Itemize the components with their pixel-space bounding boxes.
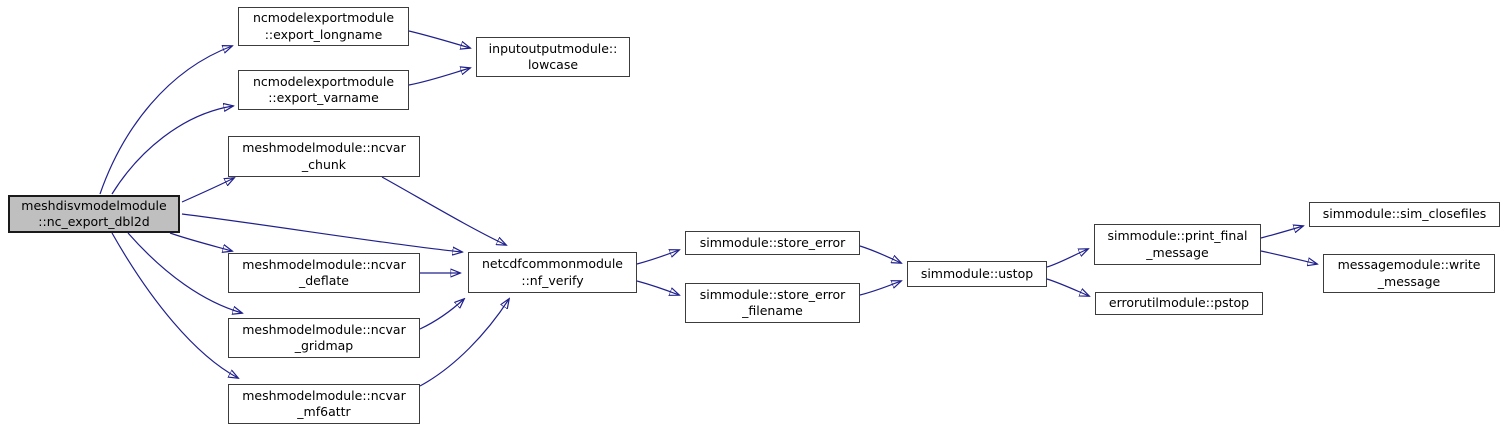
node-label-line2: _deflate: [299, 273, 349, 288]
node-label-line2: ::export_varname: [268, 90, 379, 105]
node-label-line1: meshmodelmodule::ncvar: [242, 321, 406, 337]
node-label-line1: simmodule::store_error: [699, 286, 846, 302]
node-label-line1: netcdfcommonmodule: [481, 256, 623, 272]
node-nc-export-dbl2d[interactable]: meshdisvmodelmodule ::nc_export_dbl2d: [8, 195, 180, 233]
node-label-line2: _chunk: [301, 156, 347, 172]
edge-nf-verify-to-store-error-filename: [636, 280, 679, 295]
edge-store-error-filename-to-ustop: [859, 281, 901, 296]
node-label-line1: meshdisvmodelmodule: [21, 197, 167, 213]
node-ncvar-mf6attr[interactable]: meshmodelmodule::ncvar _mf6attr: [228, 384, 420, 424]
node-label-line2: ::export_longname: [264, 26, 383, 42]
edge-main-to-ncvar-deflate: [169, 232, 232, 251]
node-sim-closefiles[interactable]: simmodule::sim_closefiles: [1309, 202, 1500, 227]
node-ustop[interactable]: simmodule::ustop: [907, 261, 1047, 287]
node-print-final-message[interactable]: simmodule::print_final _message: [1094, 224, 1261, 265]
edge-print-final-message-to-sim-closefiles: [1260, 226, 1303, 239]
node-label-line1: meshmodelmodule::ncvar: [242, 256, 406, 272]
node-export-longname[interactable]: ncmodelexportmodule ::export_longname: [238, 7, 409, 46]
node-write-message[interactable]: messagemodule::write _message: [1323, 254, 1495, 293]
node-store-error[interactable]: simmodule::store_error: [685, 231, 860, 255]
edge-ustop-to-print-final-message: [1046, 249, 1088, 268]
node-label-line2: lowcase: [527, 57, 579, 72]
node-label-line2: ::nf_verify: [521, 272, 584, 288]
node-ncvar-deflate[interactable]: meshmodelmodule::ncvar _deflate: [228, 253, 420, 293]
node-label-line1: messagemodule::write: [1337, 257, 1481, 273]
node-label-line2: _message: [1146, 244, 1209, 260]
edge-main-to-nf-verify: [181, 213, 462, 252]
node-pstop[interactable]: errorutilmodule::pstop: [1095, 292, 1263, 315]
edge-main-to-ncvar-gridmap: [127, 232, 242, 313]
node-label-line1: errorutilmodule::pstop: [1108, 295, 1250, 311]
node-label-line1: ncmodelexportmodule: [252, 73, 395, 89]
node-ncvar-gridmap[interactable]: meshmodelmodule::ncvar _gridmap: [228, 318, 420, 358]
edge-ncvar-chunk-to-nf-verify: [381, 176, 506, 245]
node-label-line1: ncmodelexportmodule: [252, 10, 395, 26]
edge-store-error-to-ustop: [859, 245, 901, 263]
edge-export-varname-to-lowcase: [408, 68, 470, 86]
node-label-line2: _message: [1377, 273, 1441, 289]
edge-nf-verify-to-store-error: [636, 250, 679, 265]
edge-main-to-ncvar-chunk: [181, 178, 234, 203]
edge-print-final-message-to-write-message: [1260, 250, 1317, 264]
node-label-line1: meshmodelmodule::ncvar: [242, 140, 406, 156]
node-label-line1: simmodule::print_final: [1107, 228, 1248, 244]
edge-export-longname-to-lowcase: [408, 30, 470, 48]
edge-main-to-ncvar-mf6attr: [111, 232, 238, 378]
node-label-line1: meshmodelmodule::ncvar: [242, 387, 406, 403]
edge-main-to-export-varname: [111, 106, 233, 195]
node-export-varname[interactable]: ncmodelexportmodule ::export_varname: [238, 70, 409, 110]
node-label-line2: _mf6attr: [297, 404, 351, 419]
node-label-line1: simmodule::store_error: [699, 234, 846, 250]
edge-ncvar-gridmap-to-nf-verify: [419, 299, 464, 330]
edge-ustop-to-pstop: [1046, 278, 1089, 296]
edge-main-to-export-longname: [99, 46, 232, 195]
edge-ncvar-mf6attr-to-nf-verify: [419, 299, 509, 387]
node-label-line2: _gridmap: [294, 338, 354, 353]
node-label-line1: inputoutputmodule::: [488, 40, 618, 56]
node-label-line1: simmodule::ustop: [920, 265, 1034, 281]
node-store-error-filename[interactable]: simmodule::store_error _filename: [685, 283, 860, 323]
node-ncvar-chunk[interactable]: meshmodelmodule::ncvar _chunk: [228, 136, 420, 177]
node-label-line2: ::nc_export_dbl2d: [38, 214, 150, 229]
node-lowcase[interactable]: inputoutputmodule:: lowcase: [476, 37, 630, 77]
node-label-line2: _filename: [742, 303, 803, 318]
node-nf-verify[interactable]: netcdfcommonmodule ::nf_verify: [468, 252, 637, 293]
node-label-line1: simmodule::sim_closefiles: [1322, 206, 1487, 222]
